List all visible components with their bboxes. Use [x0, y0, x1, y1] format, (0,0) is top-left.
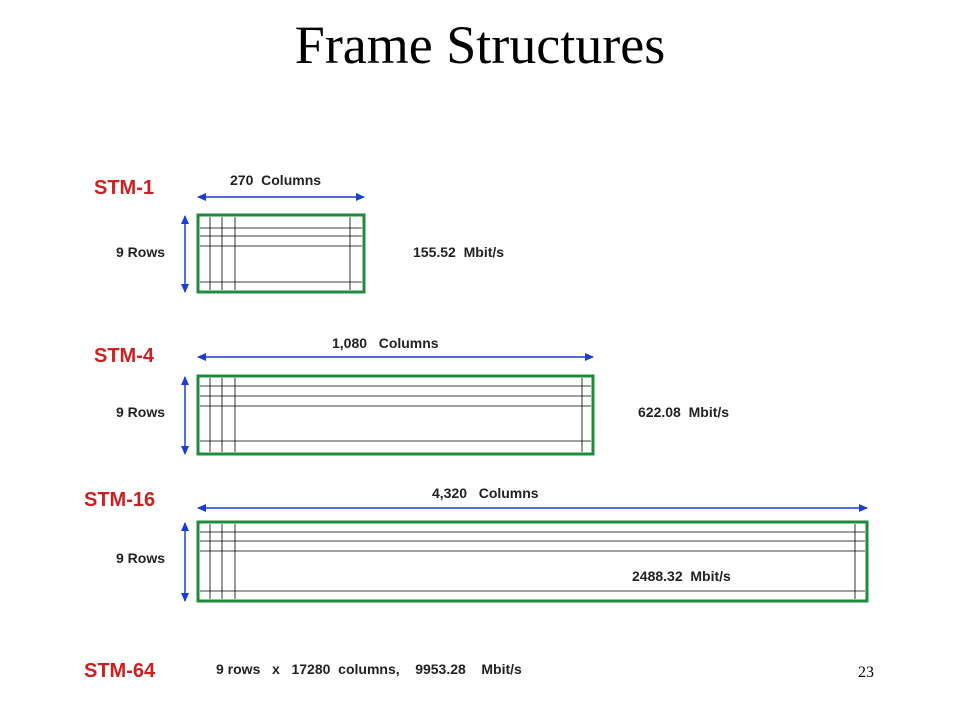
stm4-label: STM-4: [94, 345, 154, 367]
stm16-frame-border: [196, 520, 869, 603]
stm4-rows-label: 9 Rows: [116, 404, 166, 420]
stm4-frame-border: [196, 374, 595, 456]
stm1-label: STM-1: [94, 177, 154, 199]
page-number: 23: [858, 664, 874, 681]
stm1-frame: [181, 193, 366, 294]
stm1-rows-label: 9 Rows: [116, 244, 166, 260]
stm64-label: STM-64: [84, 660, 156, 682]
stm16-frame: [181, 504, 869, 603]
stm64-description: 9 rows x 17280 columns, 9953.28 Mbit/s: [216, 661, 522, 677]
stm4-rate-label: 622.08 Mbit/s: [638, 404, 730, 420]
stm16-label: STM-16: [84, 489, 156, 511]
page-title: Frame Structures: [294, 15, 666, 75]
stm1-columns-label: 270 Columns: [230, 172, 322, 188]
stm16-columns-label: 4,320 Columns: [432, 485, 539, 501]
stm16-rate-label: 2488.32 Mbit/s: [632, 568, 731, 584]
stm1-rate-label: 155.52 Mbit/s: [413, 244, 505, 260]
stm1-frame-border: [196, 213, 366, 294]
stm4-columns-label: 1,080 Columns: [332, 335, 439, 351]
stm16-rows-label: 9 Rows: [116, 550, 166, 566]
stm4-frame: [181, 353, 595, 456]
